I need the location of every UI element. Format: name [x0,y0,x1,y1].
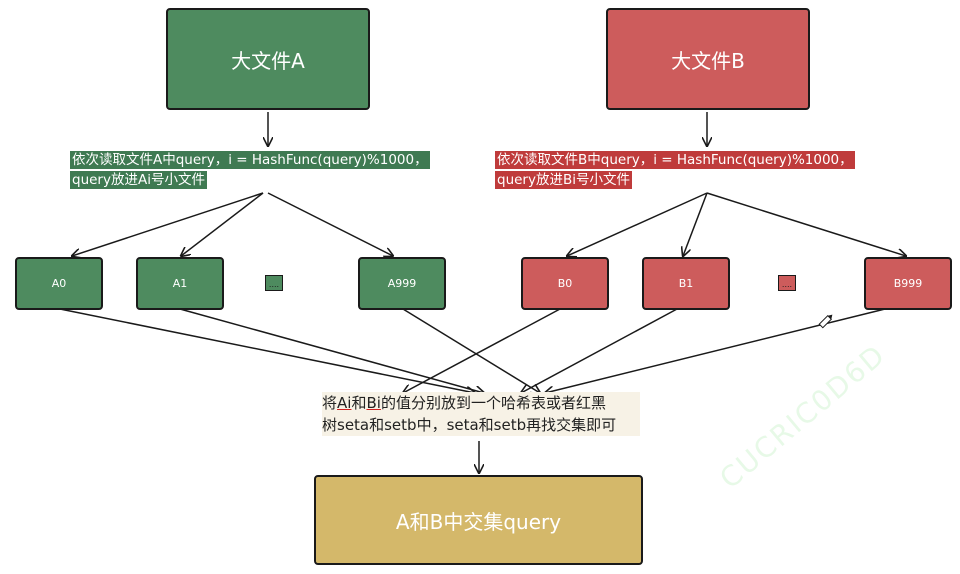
chunk-a999-label: A999 [387,277,417,290]
note-prefix: 将 [322,394,338,412]
hash-label-a: 依次读取文件A中query，i = HashFunc(query)%1000， … [70,150,430,190]
chunk-b999: B999 [864,257,952,310]
ellipsis-b: .... [778,275,796,291]
ellipsis-a: .... [265,275,283,291]
result-title: A和B中交集query [395,509,562,534]
arrow-label-a-to-a1 [181,192,264,256]
chunk-a0: A0 [15,257,103,310]
arrow-label-a-to-a999 [267,192,393,256]
chunk-b0-label: B0 [557,277,573,290]
arrow-label-b-to-b999 [706,192,906,256]
arrow-b999-to-note [545,308,886,393]
ellipsis-b-text: .... [781,280,793,289]
hash-label-b-line1: 依次读取文件B中query，i = HashFunc(query)%1000， [495,151,855,169]
hash-label-a-line2: query放进Ai号小文件 [70,171,207,189]
note-ai: Ai [337,394,352,412]
arrow-label-a-to-a0 [72,192,264,256]
result-box: A和B中交集query [314,475,643,565]
chunk-b999-label: B999 [893,277,923,290]
chunk-b1: B1 [642,257,730,310]
arrow-label-b-to-b1 [683,192,708,256]
arrow-a999-to-note [402,308,540,393]
merge-note: 将Ai和Bi的值分别放到一个哈希表或者红黑 树seta和setb中，seta和s… [322,392,640,436]
hash-label-b: 依次读取文件B中query，i = HashFunc(query)%1000， … [495,150,855,190]
note-bi: Bi [366,394,381,412]
big-file-b-title: 大文件B [671,48,745,73]
note-and: 和 [351,394,367,412]
merge-note-line1: 将Ai和Bi的值分别放到一个哈希表或者红黑 [322,392,640,414]
arrow-a0-to-note [59,308,475,393]
merge-note-line2: 树seta和setb中，seta和setb再找交集即可 [322,416,617,434]
big-file-a-title: 大文件A [231,48,305,73]
big-file-a-box: 大文件A [166,8,370,110]
chunk-a0-label: A0 [51,277,67,290]
chunk-a999: A999 [358,257,446,310]
hash-label-a-line1: 依次读取文件A中query，i = HashFunc(query)%1000， [70,151,430,169]
chunk-b1-label: B1 [678,277,694,290]
arrow-b1-to-note [521,308,678,393]
arrow-label-b-to-b0 [567,192,708,256]
note-rest1: 的值分别放到一个哈希表或者红黑 [380,394,606,412]
pencil-cursor-icon [818,314,833,329]
chunk-b0: B0 [521,257,609,310]
chunk-a1-label: A1 [172,277,188,290]
big-file-b-box: 大文件B [606,8,810,110]
arrow-a1-to-note [179,308,484,393]
arrow-b0-to-note [403,308,561,393]
ellipsis-a-text: .... [268,280,280,289]
hash-label-b-line2: query放进Bi号小文件 [495,171,632,189]
chunk-a1: A1 [136,257,224,310]
